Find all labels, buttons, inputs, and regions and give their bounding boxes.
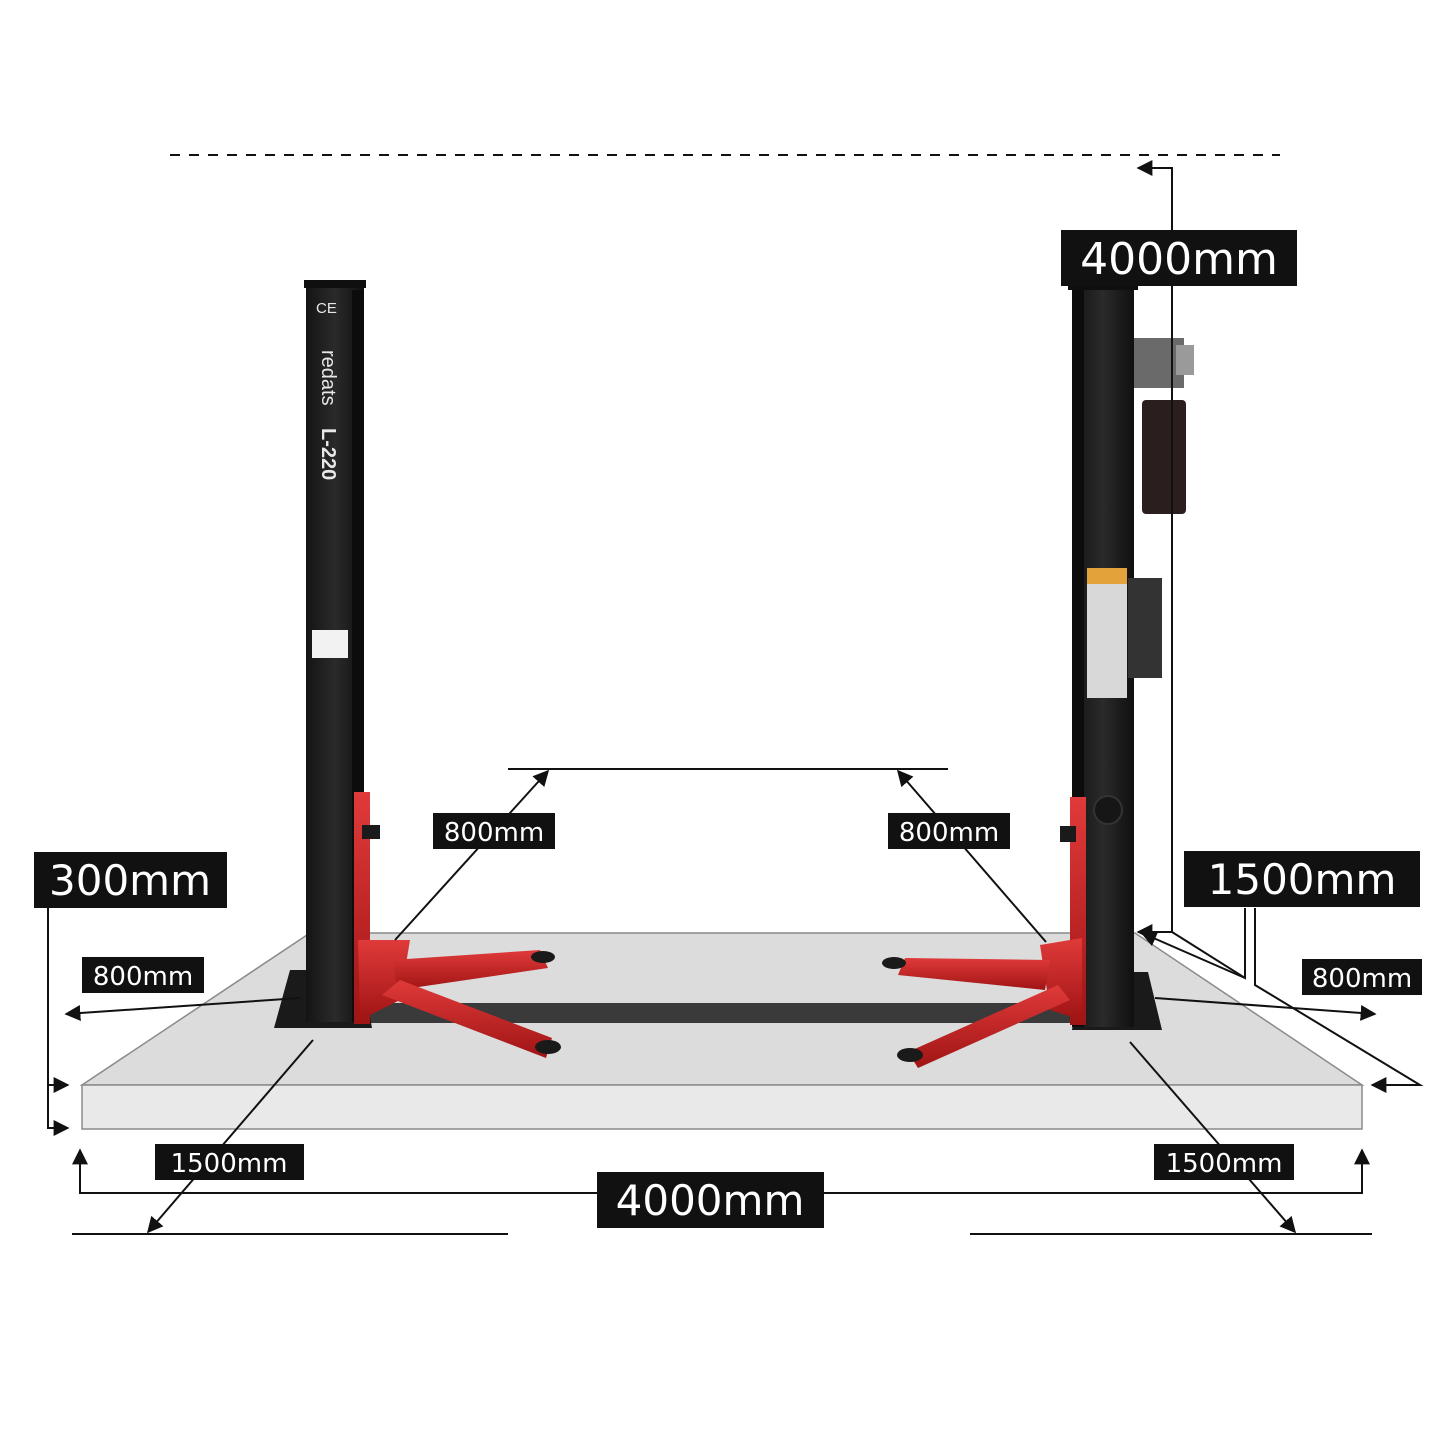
side-margin-line-left [64,997,301,1021]
right-post [1060,282,1194,1030]
svg-text:300mm: 300mm [49,856,211,905]
brand-logo: redats [317,350,339,406]
svg-text:1500mm: 1500mm [1166,1149,1283,1179]
lift-pad [897,1048,923,1062]
label-arm-reach-left: 800mm [433,813,555,849]
front-margin-line-right [1129,1041,1297,1234]
control-box [1128,578,1162,678]
slab-thickness-line [47,908,70,1136]
left-lift-arms [358,940,561,1058]
warning-stickers [1087,568,1127,698]
label-side-margin-left: 800mm [82,957,204,993]
svg-text:800mm: 800mm [444,818,544,848]
hydraulic-reservoir [1142,400,1186,514]
ce-mark: CE [316,300,337,317]
label-post-clearance: 1500mm [1184,851,1420,907]
left-post: CE redats L-220 [274,280,380,1028]
floor-cover-plate [370,1003,1085,1023]
svg-text:800mm: 800mm [93,962,193,992]
svg-text:4000mm: 4000mm [1080,234,1278,285]
label-ceiling-height: 4000mm [1061,230,1297,286]
ceiling-dimension-line [1136,160,1173,932]
label-front-margin-left: 1500mm [155,1144,304,1180]
right-lift-arms [882,938,1082,1068]
label-slab-thickness: 300mm [34,852,227,908]
model-label: L-220 [317,428,339,480]
svg-text:1500mm: 1500mm [1208,855,1397,904]
label-front-margin-right: 1500mm [1154,1144,1294,1180]
front-margin-line-left [146,1039,314,1234]
label-overall-width: 4000mm [597,1172,824,1228]
lift-pad [535,1040,561,1054]
side-margin-line-right [1154,997,1377,1021]
floor-slab-front [81,1084,1363,1130]
svg-text:800mm: 800mm [899,818,999,848]
svg-text:1500mm: 1500mm [171,1149,288,1179]
hydraulic-motor [1134,338,1184,388]
svg-text:800mm: 800mm [1312,964,1412,994]
label-side-margin-right: 800mm [1302,959,1422,995]
spec-plate [312,630,348,658]
lift-pad [531,951,555,963]
lift-pad [882,957,906,969]
label-arm-reach-right: 800mm [888,813,1010,849]
svg-text:4000mm: 4000mm [616,1176,805,1225]
